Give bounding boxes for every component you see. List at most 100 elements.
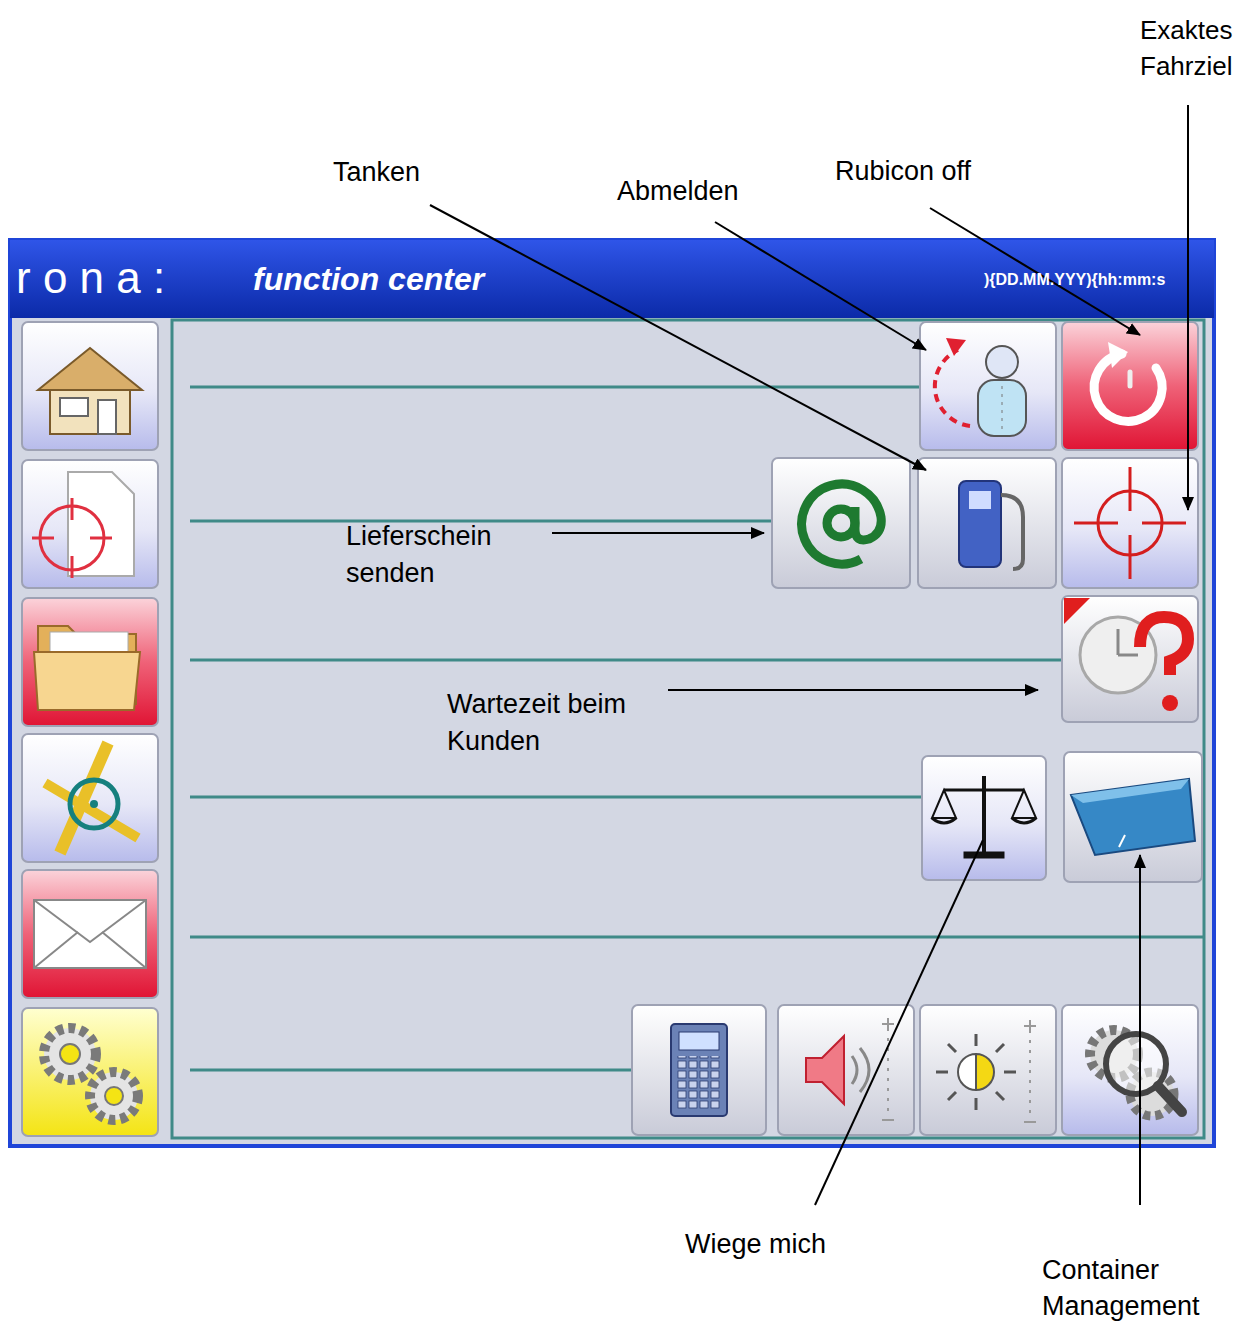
brightness-icon-part-part bbox=[948, 1044, 956, 1052]
leader-lines bbox=[430, 105, 1188, 1205]
function-buttons-part bbox=[1062, 458, 1198, 588]
leader-lines-part bbox=[1139, 855, 1141, 1205]
function-buttons-part bbox=[1062, 596, 1198, 722]
leader-lines-part bbox=[715, 222, 926, 350]
diagnostics-icon-part bbox=[1158, 1086, 1182, 1112]
window-title: function center bbox=[253, 259, 583, 299]
left-buttons-part bbox=[22, 734, 158, 862]
container-icon bbox=[1071, 779, 1195, 855]
scale-icon bbox=[932, 776, 1036, 858]
volume-icon-part bbox=[852, 1048, 869, 1092]
exact-destination-icon bbox=[1074, 467, 1186, 579]
target-document-icon-part bbox=[71, 498, 74, 520]
email-icon-part bbox=[802, 484, 882, 564]
callout-label: Abmelden bbox=[617, 173, 817, 210]
target-document-icon-part bbox=[90, 537, 112, 540]
scale-icon-part bbox=[932, 818, 1036, 823]
logout-icon-part bbox=[946, 338, 966, 356]
brightness-icon-part-part bbox=[996, 1044, 1004, 1052]
volume-icon bbox=[806, 1018, 894, 1120]
waiting-time-icon-part bbox=[1118, 654, 1138, 657]
function-buttons-part bbox=[772, 458, 910, 588]
mail-icon-part bbox=[102, 932, 146, 968]
container-icon-part bbox=[1071, 779, 1195, 855]
function-buttons-part bbox=[1064, 752, 1202, 882]
function-buttons-part bbox=[922, 756, 1046, 880]
settings-icon bbox=[44, 1028, 138, 1120]
left-buttons-part bbox=[22, 870, 158, 998]
volume-icon-part bbox=[887, 1018, 889, 1030]
home-icon-part bbox=[60, 398, 88, 416]
function-buttons-part bbox=[778, 1005, 914, 1135]
app-window-part bbox=[8, 238, 1216, 1148]
calculator-icon-part bbox=[677, 1056, 721, 1110]
brightness-icon-part bbox=[1024, 1121, 1036, 1123]
brightness-icon-part-part bbox=[975, 1034, 978, 1046]
left-buttons-part bbox=[22, 460, 158, 588]
volume-icon-part bbox=[806, 1036, 844, 1104]
function-buttons-part bbox=[920, 322, 1056, 450]
logout-icon-part bbox=[986, 346, 1018, 378]
app-window-part bbox=[172, 320, 1204, 1138]
brightness-icon-part bbox=[1029, 1020, 1031, 1032]
home-icon-part bbox=[38, 348, 142, 390]
row-lines-part bbox=[190, 796, 922, 799]
callout-label: Rubicon off bbox=[835, 153, 1055, 190]
logout-icon-part bbox=[1002, 386, 1003, 432]
brightness-icon-part-part bbox=[975, 1098, 978, 1110]
brightness-icon-part-part bbox=[996, 1092, 1004, 1100]
container-icon-part bbox=[1119, 835, 1125, 847]
callout-label: Container Management bbox=[1042, 1252, 1234, 1324]
logout-icon-part bbox=[978, 380, 1026, 436]
exact-destination-icon-part bbox=[1074, 522, 1118, 525]
waiting-time-icon-part bbox=[1140, 617, 1188, 675]
function-buttons-part bbox=[1062, 1005, 1198, 1135]
app-window bbox=[8, 238, 1216, 1148]
function-buttons-part bbox=[920, 1005, 1056, 1135]
brightness-icon-part bbox=[1029, 1030, 1031, 1116]
container-icon-part bbox=[1071, 779, 1189, 803]
power-off-icon-part bbox=[1128, 372, 1133, 386]
waiting-time-icon-part bbox=[1162, 695, 1178, 711]
home-icon-part bbox=[50, 390, 130, 434]
brightness-icon-part-part bbox=[948, 1092, 956, 1100]
folder-icon-part bbox=[34, 652, 140, 710]
scale-icon-part bbox=[944, 789, 1024, 792]
app-window-part bbox=[12, 318, 1212, 1144]
callout-label: Wartezeit beim Kunden bbox=[447, 686, 677, 760]
exact-destination-icon-part bbox=[1129, 467, 1132, 511]
mail-icon-part bbox=[34, 932, 78, 968]
mail-icon bbox=[34, 900, 146, 968]
leader-lines-part bbox=[815, 840, 983, 1205]
power-off-icon bbox=[1094, 342, 1162, 421]
scale-icon-part bbox=[932, 790, 1036, 818]
callout-label: Wiege mich bbox=[685, 1226, 905, 1263]
row-lines-part bbox=[190, 386, 920, 389]
callout-label: Exaktes Fahrziel bbox=[1140, 12, 1238, 84]
mail-icon-part bbox=[34, 900, 146, 968]
callout-label: Lieferschein senden bbox=[346, 518, 546, 592]
leader-lines-part bbox=[668, 689, 1038, 691]
brightness-icon-part bbox=[976, 1054, 994, 1090]
brightness-icon bbox=[936, 1020, 1036, 1122]
diagnostics-icon bbox=[1090, 1030, 1182, 1116]
row-lines-part bbox=[190, 936, 1204, 939]
scale-icon-part bbox=[964, 852, 1004, 858]
callout-label: Tanken bbox=[333, 154, 533, 191]
brightness-icon-part-part bbox=[936, 1071, 948, 1074]
function-buttons-part bbox=[1062, 322, 1198, 450]
target-document-icon bbox=[32, 472, 134, 578]
power-off-icon-part bbox=[1108, 342, 1128, 368]
settings-icon-part bbox=[60, 1044, 80, 1064]
settings-icon-part bbox=[44, 1028, 96, 1080]
settings-icon-part bbox=[90, 1072, 138, 1120]
email-icon bbox=[802, 484, 882, 564]
row-lines-part bbox=[190, 659, 1062, 662]
logout-icon-part bbox=[935, 350, 970, 426]
exact-destination-icon-part bbox=[1129, 535, 1132, 579]
brightness-icon-part bbox=[958, 1054, 976, 1090]
brightness-icon-part-part bbox=[1004, 1071, 1016, 1074]
home-icon-part bbox=[98, 400, 116, 434]
navigation-icon-part bbox=[90, 800, 98, 808]
mail-icon-part bbox=[34, 900, 146, 942]
